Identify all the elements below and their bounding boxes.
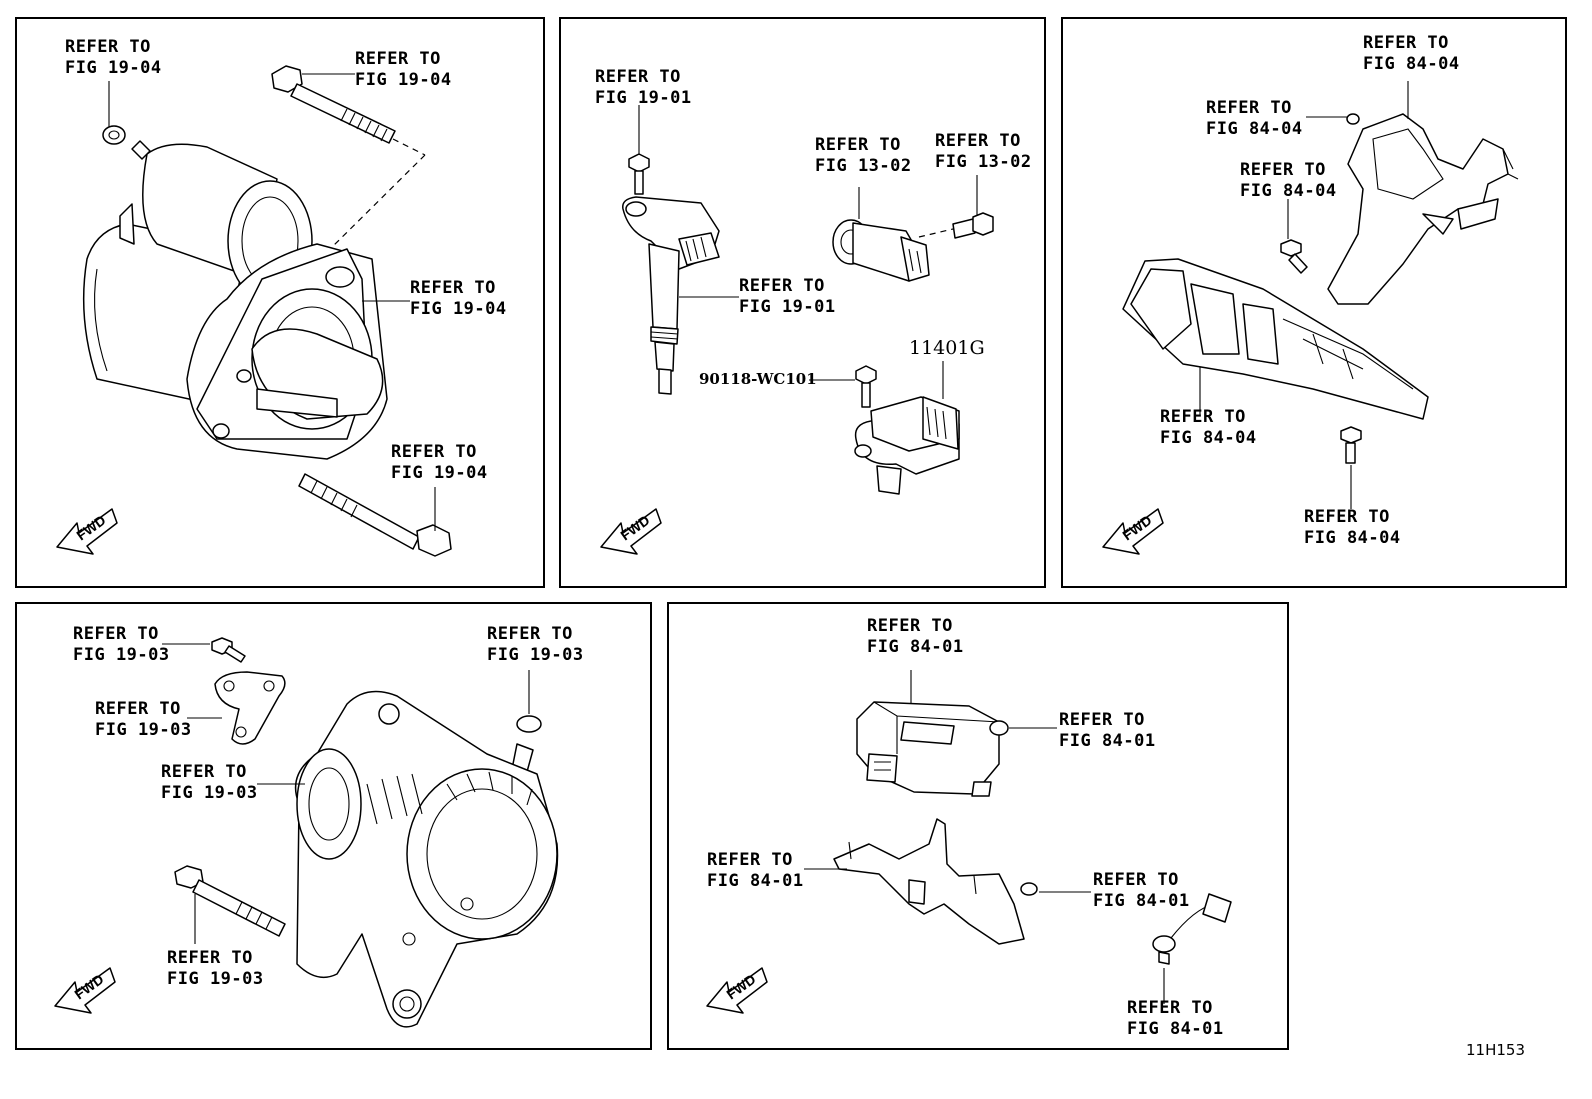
ecu-refer-lower-bolt: REFER TO FIG 84-04 bbox=[1304, 507, 1401, 548]
alternator-body bbox=[294, 690, 559, 1028]
module-fwd-arrow-icon bbox=[706, 967, 768, 1014]
starter-lower-bolt bbox=[298, 473, 452, 557]
starter-drawing: FWD bbox=[56, 65, 452, 557]
ignition-coil bbox=[622, 196, 720, 395]
cam-sensor-bolt bbox=[952, 212, 994, 239]
coil-bolt bbox=[628, 153, 650, 195]
panel-module: FWD REFER TO FIG 84-01 REFER TO FIG 84-0… bbox=[667, 602, 1289, 1050]
ignition-refer-coil-bolt: REFER TO FIG 19-01 bbox=[595, 67, 692, 108]
starter-refer-nut: REFER TO FIG 19-04 bbox=[65, 37, 162, 78]
control-module bbox=[856, 701, 1000, 797]
module-refer-bracket: REFER TO FIG 84-01 bbox=[707, 850, 804, 891]
cam-position-sensor bbox=[832, 219, 930, 282]
ecu-box bbox=[1122, 258, 1429, 420]
ecu-refer-bracket-bolt: REFER TO FIG 84-04 bbox=[1240, 160, 1337, 201]
sensor-11401g bbox=[854, 396, 960, 495]
alt-small-bolt bbox=[211, 637, 246, 663]
sensor-part-number: 11401G bbox=[909, 337, 985, 359]
starter-body bbox=[82, 140, 388, 460]
starter-fwd-arrow-icon bbox=[56, 508, 118, 555]
alt-refer-long-bolt: REFER TO FIG 19-03 bbox=[167, 948, 264, 989]
bracket-bolt bbox=[1280, 239, 1308, 274]
module-bracket bbox=[833, 818, 1025, 945]
diagram-code: 11H153 bbox=[1466, 1041, 1525, 1059]
ignition-refer-sensor-bolt: REFER TO FIG 13-02 bbox=[935, 131, 1032, 172]
panel-ignition: FWD REFER TO FIG 19-01 REFER TO FIG 13-0… bbox=[559, 17, 1046, 588]
starter-refer-body: REFER TO FIG 19-04 bbox=[410, 278, 507, 319]
alt-refer-terminal-nut: REFER TO FIG 19-03 bbox=[487, 624, 584, 665]
bolt-90118 bbox=[855, 365, 877, 408]
module-refer-box: REFER TO FIG 84-01 bbox=[867, 616, 964, 657]
alt-bracket-plate bbox=[214, 671, 286, 745]
alternator-drawing: FWD bbox=[54, 637, 559, 1028]
module-drawing: FWD bbox=[706, 670, 1232, 1014]
bolt-part-number: 90118-WC101 bbox=[699, 370, 817, 388]
ignition-refer-coil: REFER TO FIG 19-01 bbox=[739, 276, 836, 317]
wire-sensor bbox=[1152, 893, 1232, 965]
ecu-refer-upper-bracket: REFER TO FIG 84-04 bbox=[1363, 33, 1460, 74]
starter-refer-lower-bolt: REFER TO FIG 19-04 bbox=[391, 442, 488, 483]
ecu-bracket-drawing: FWD bbox=[1102, 81, 1519, 555]
ecu-refer-box: REFER TO FIG 84-04 bbox=[1160, 407, 1257, 448]
ignition-refer-cam-sensor: REFER TO FIG 13-02 bbox=[815, 135, 912, 176]
starter-upper-bolt bbox=[271, 65, 396, 144]
ecu-fwd-arrow-icon bbox=[1102, 508, 1164, 555]
module-refer-small-nut: REFER TO FIG 84-01 bbox=[1093, 870, 1190, 911]
panel-alternator: FWD REFER TO FIG 19-03 REFER TO FIG 19-0… bbox=[15, 602, 652, 1050]
ecu-refer-nut: REFER TO FIG 84-04 bbox=[1206, 98, 1303, 139]
bracket-nut bbox=[1346, 113, 1360, 125]
starter-refer-upper-bolt: REFER TO FIG 19-04 bbox=[355, 49, 452, 90]
alt-refer-body: REFER TO FIG 19-03 bbox=[161, 762, 258, 803]
alt-refer-bracket: REFER TO FIG 19-03 bbox=[95, 699, 192, 740]
module-refer-nut: REFER TO FIG 84-01 bbox=[1059, 710, 1156, 751]
module-refer-wire-sensor: REFER TO FIG 84-01 bbox=[1127, 998, 1224, 1039]
alt-long-bolt bbox=[174, 865, 286, 937]
ecu-lower-bolt bbox=[1340, 426, 1362, 464]
starter-nut bbox=[102, 125, 126, 145]
ignition-drawing: FWD bbox=[600, 105, 994, 555]
panel-starter: FWD REFER TO FIG 19-04 REFER TO FIG 19-0… bbox=[15, 17, 545, 588]
upper-bracket bbox=[1327, 113, 1519, 305]
panel-ecu-bracket: FWD REFER TO FIG 84-04 REFER TO FIG 84-0… bbox=[1061, 17, 1567, 588]
alt-refer-small-bolt: REFER TO FIG 19-03 bbox=[73, 624, 170, 665]
module-nut bbox=[989, 720, 1009, 736]
ignition-fwd-arrow-icon bbox=[600, 508, 662, 555]
alternator-fwd-arrow-icon bbox=[54, 967, 116, 1014]
bracket-small-nut bbox=[1020, 882, 1038, 896]
